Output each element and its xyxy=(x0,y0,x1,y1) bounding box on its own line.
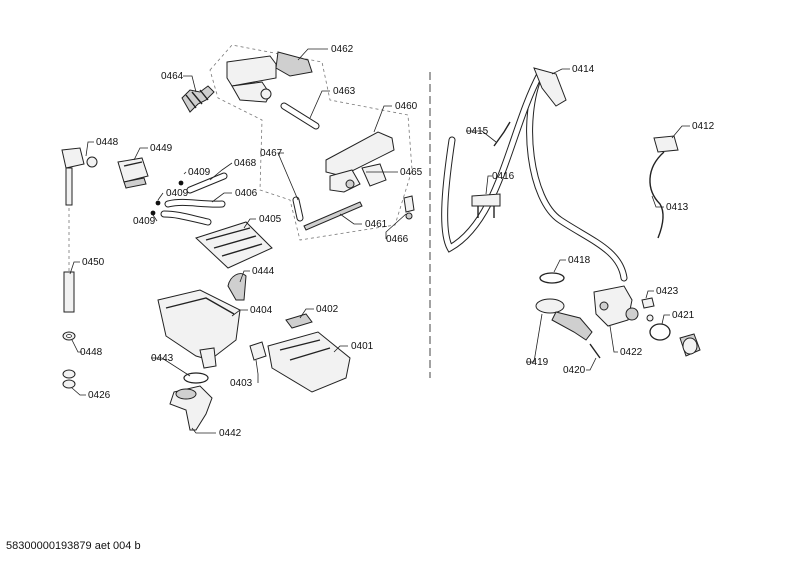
callout-0442: 0442 xyxy=(219,428,242,439)
callout-0448-top: 0448 xyxy=(96,137,119,148)
callout-0416: 0416 xyxy=(492,171,515,182)
callout-0401: 0401 xyxy=(351,341,374,352)
callout-0468: 0468 xyxy=(234,158,257,169)
callout-0420: 0420 xyxy=(563,365,586,376)
part-0468-hose xyxy=(186,172,228,194)
callout-0460: 0460 xyxy=(395,101,418,112)
part-0449-inlet-valve xyxy=(117,157,149,189)
part-0460-dispenser-housing xyxy=(325,131,395,193)
part-0414-drain-hose xyxy=(441,67,628,282)
callout-0402: 0402 xyxy=(316,304,339,315)
callout-0418: 0418 xyxy=(568,255,591,266)
part-0444-sealing xyxy=(227,273,247,301)
part-0466-valve xyxy=(403,195,415,220)
callout-0463: 0463 xyxy=(333,86,356,97)
callout-0461: 0461 xyxy=(365,219,388,230)
part-0406-hose xyxy=(160,198,226,226)
part-0420-pin xyxy=(589,343,601,359)
part-0448-fitting-top xyxy=(61,147,98,169)
part-0418-clamp xyxy=(539,272,565,284)
part-0401-drawer xyxy=(267,331,351,393)
callout-0412: 0412 xyxy=(692,121,715,132)
part-0416-bracket xyxy=(471,193,501,218)
callout-labels: 0462 0464 0463 0460 0448 0449 0409 0468 … xyxy=(80,44,715,439)
callout-0422: 0422 xyxy=(620,347,643,358)
part-0443-clamp xyxy=(183,372,209,384)
part-0448-washer-bottom xyxy=(62,331,76,341)
part-0403-knob xyxy=(249,341,267,361)
part-0423-seal xyxy=(641,297,655,322)
callout-0406: 0406 xyxy=(235,188,258,199)
part-0419-sump-hose xyxy=(535,298,593,341)
part-0409-clip-3 xyxy=(150,210,156,216)
part-0404-housing xyxy=(157,289,241,369)
callout-0409-2: 0409 xyxy=(166,188,189,199)
part-0464-bellows xyxy=(181,85,215,113)
part-0422-pump xyxy=(593,285,639,327)
part-0412-pressure-switch xyxy=(653,135,679,153)
part-0450-pipe xyxy=(63,167,75,313)
leader-lines xyxy=(69,48,690,434)
callout-0466: 0466 xyxy=(386,234,409,245)
part-0462-dispenser-cover xyxy=(226,51,313,103)
callout-0467: 0467 xyxy=(260,148,283,159)
callout-0443: 0443 xyxy=(151,353,174,364)
part-0402-handle xyxy=(285,313,313,329)
callout-0413: 0413 xyxy=(666,202,689,213)
part-0461-rod xyxy=(303,201,363,231)
part-0426-washers xyxy=(62,369,76,389)
part-0405-flushing-insert xyxy=(195,221,273,269)
callout-0409-3: 0409 xyxy=(133,216,156,227)
callout-0450: 0450 xyxy=(82,257,105,268)
callout-0419: 0419 xyxy=(526,357,549,368)
part-0415-hose xyxy=(493,121,511,147)
document-id: 58300000193879 aet 004 b xyxy=(6,540,141,552)
part-0409-clip-1 xyxy=(178,180,184,186)
callout-0444: 0444 xyxy=(252,266,275,277)
callout-0465: 0465 xyxy=(400,167,423,178)
callout-0421: 0421 xyxy=(672,310,695,321)
callout-0403: 0403 xyxy=(230,378,253,389)
callout-0449: 0449 xyxy=(150,143,173,154)
part-0409-clip-2 xyxy=(155,200,161,206)
callout-0409-1: 0409 xyxy=(188,167,211,178)
callout-0426: 0426 xyxy=(88,390,111,401)
part-0467-hose xyxy=(292,196,304,222)
part-0442-bellows xyxy=(169,385,213,431)
callout-0404: 0404 xyxy=(250,305,273,316)
part-0463-hose xyxy=(280,102,320,130)
callout-0423: 0423 xyxy=(656,286,679,297)
callout-0405: 0405 xyxy=(259,214,282,225)
callout-0414: 0414 xyxy=(572,64,595,75)
callout-0448-bottom: 0448 xyxy=(80,347,103,358)
callout-0464: 0464 xyxy=(161,71,184,82)
part-0421-filter xyxy=(649,323,701,357)
callout-0415: 0415 xyxy=(466,126,489,137)
callout-0462: 0462 xyxy=(331,44,354,55)
dispenser-group-outline xyxy=(209,44,413,241)
part-0413-tube xyxy=(649,151,665,239)
